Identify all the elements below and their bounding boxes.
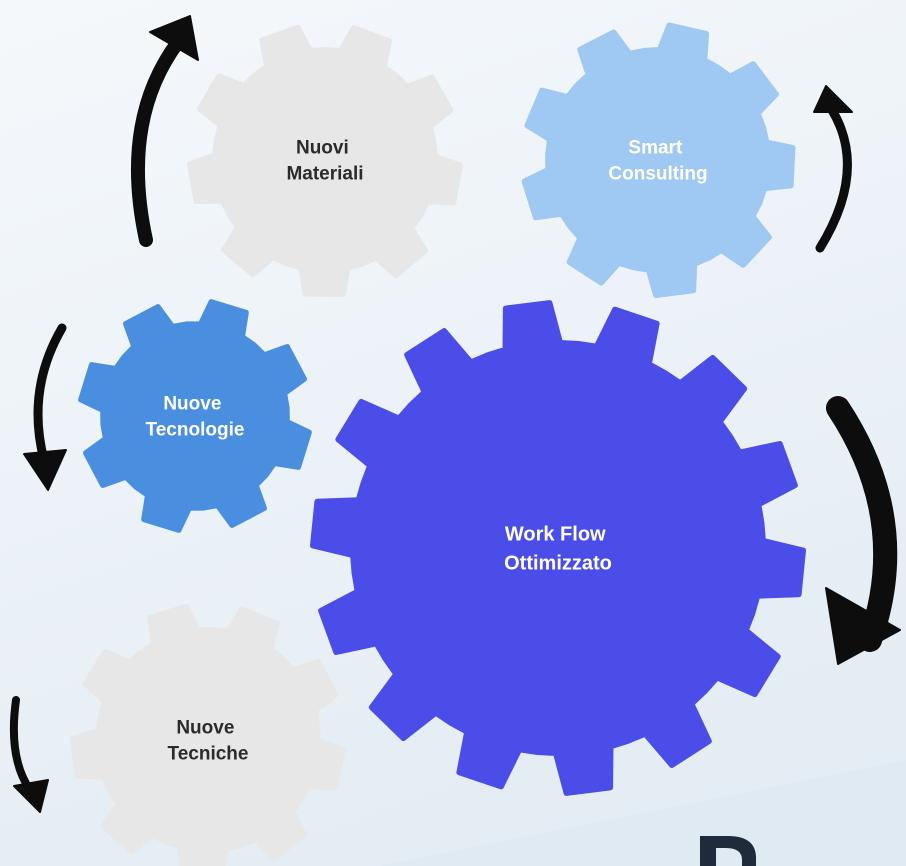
gear-label-line: Consulting <box>608 164 707 185</box>
arrow-head-icon <box>813 85 853 113</box>
gear-label: Work Flow Ottimizzato <box>504 524 612 575</box>
rotation-arrow-icon <box>826 396 898 652</box>
gear-nuove-tecnologie: Nuove Tecnologie <box>78 299 312 533</box>
arrow-head-icon <box>825 587 901 665</box>
gear-smart-consulting: Smart Consulting <box>521 22 796 298</box>
rotation-arrow-icon <box>131 35 185 247</box>
gear-label-line: Ottimizzato <box>504 553 612 575</box>
arrow-head-icon <box>13 779 49 813</box>
gear-shape <box>310 300 806 796</box>
gear-nuovi-materiali: Nuovi Materiali <box>187 24 463 297</box>
gear-label-line: Nuove <box>163 394 221 415</box>
rotation-arrow-icon <box>815 105 852 253</box>
gear-label-line: Nuovi <box>296 138 349 159</box>
gear-shape <box>78 299 312 533</box>
gear-label: Nuove Tecnologie <box>146 394 245 441</box>
gear-label-line: Smart <box>628 138 683 159</box>
gear-label-line: Tecnologie <box>146 420 245 441</box>
gear-label: Smart Consulting <box>608 138 707 185</box>
gear-label-line: Tecniche <box>168 744 249 765</box>
gear-shape <box>521 22 796 298</box>
gear-nuove-tecniche: Nuove Tecniche <box>70 603 346 866</box>
gear-shape <box>187 24 463 297</box>
gear-label-line: Materiali <box>286 164 363 185</box>
gear-label: Nuovi Materiali <box>286 138 363 185</box>
arrow-head-icon <box>23 449 67 491</box>
gear-label: Nuove Tecniche <box>168 718 249 765</box>
arrow-head-icon <box>149 15 199 61</box>
gear-label-line: Nuove <box>176 718 234 739</box>
gear-label-line: Work Flow <box>505 524 606 546</box>
rotation-arrows <box>9 15 901 813</box>
rotation-arrow-icon <box>33 323 67 465</box>
gear-work-flow-ottimizzato: Work Flow Ottimizzato <box>310 300 806 796</box>
background-band <box>380 760 906 866</box>
partial-glyph <box>700 836 756 866</box>
gear-shape <box>70 603 346 866</box>
